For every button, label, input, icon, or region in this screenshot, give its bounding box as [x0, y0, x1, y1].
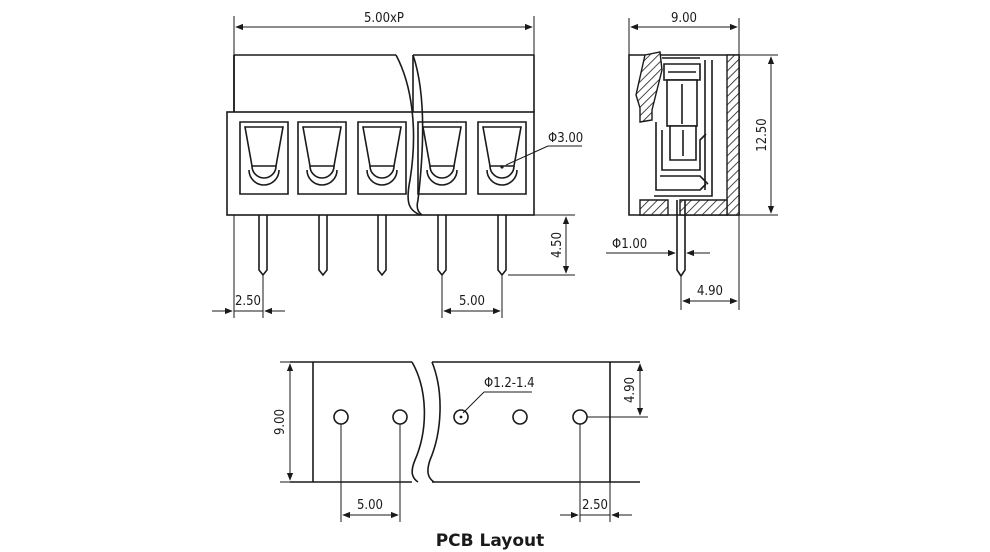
- pcb-hole: [453, 409, 469, 425]
- pcb-hole: [392, 409, 408, 425]
- pcb-hole: [572, 409, 588, 425]
- terminal-cell: [417, 121, 467, 195]
- pcb-edge-label: 2.50: [582, 498, 608, 513]
- front-pin-length-dimension: 4.50: [508, 214, 575, 276]
- front-body: [226, 54, 535, 216]
- side-pin-diameter-label: Φ1.00: [612, 237, 647, 252]
- pcb-hole-label: Φ1.2-1.4: [484, 376, 535, 391]
- side-width-label: 9.00: [671, 11, 697, 26]
- pcb-pitch-label: 5.00: [357, 498, 383, 513]
- pcb-offset-label: 4.90: [623, 377, 638, 403]
- side-pin-offset-label: 4.90: [697, 284, 723, 299]
- pcb-offset-dimension: 4.90: [587, 363, 648, 418]
- terminal-cell: [239, 121, 289, 195]
- pcb-height-dimension: 9.00: [273, 361, 294, 483]
- pcb-hole-callout: Φ1.2-1.4: [462, 376, 535, 414]
- side-body: [628, 51, 740, 216]
- front-hole-label: Φ3.00: [548, 131, 583, 146]
- terminal-cell: [477, 121, 527, 195]
- pcb-edge-dimension: 2.50: [560, 424, 632, 522]
- pcb-height-label: 9.00: [273, 409, 288, 435]
- pcb-outline: [290, 361, 640, 483]
- pcb-layout: Φ1.2-1.4 9.00 4.90 5.00: [273, 361, 648, 551]
- side-height-dimension: 12.50: [739, 54, 778, 216]
- front-pitch-dimension: 5.00: [441, 275, 503, 318]
- side-view: 9.00: [606, 11, 778, 310]
- front-hole-callout: Φ3.00: [500, 131, 583, 169]
- terminal-cell: [297, 121, 347, 195]
- front-pin-length-label: 4.50: [550, 232, 565, 258]
- terminal-cell: [357, 121, 407, 195]
- front-width-dimension: 5.00xP: [233, 11, 535, 55]
- front-pitch-label: 5.00: [459, 294, 485, 309]
- side-width-dimension: 9.00: [628, 11, 740, 55]
- front-terminal-cells: [239, 121, 527, 195]
- front-width-label: 5.00xP: [364, 11, 404, 26]
- pcb-layout-title: PCB Layout: [436, 531, 545, 551]
- pcb-holes: [333, 409, 588, 425]
- side-pin-offset-dimension: 4.90: [680, 215, 740, 310]
- front-edge-dimension: 2.50: [212, 215, 285, 318]
- pcb-hole: [512, 409, 528, 425]
- pcb-pitch-dimension: 5.00: [340, 424, 401, 522]
- front-edge-label: 2.50: [235, 294, 261, 309]
- pcb-hole: [333, 409, 349, 425]
- front-view: 5.00xP: [212, 11, 583, 318]
- side-height-label: 12.50: [755, 118, 770, 151]
- front-pins: [258, 215, 507, 277]
- side-pin-diameter-dimension: Φ1.00: [606, 237, 710, 257]
